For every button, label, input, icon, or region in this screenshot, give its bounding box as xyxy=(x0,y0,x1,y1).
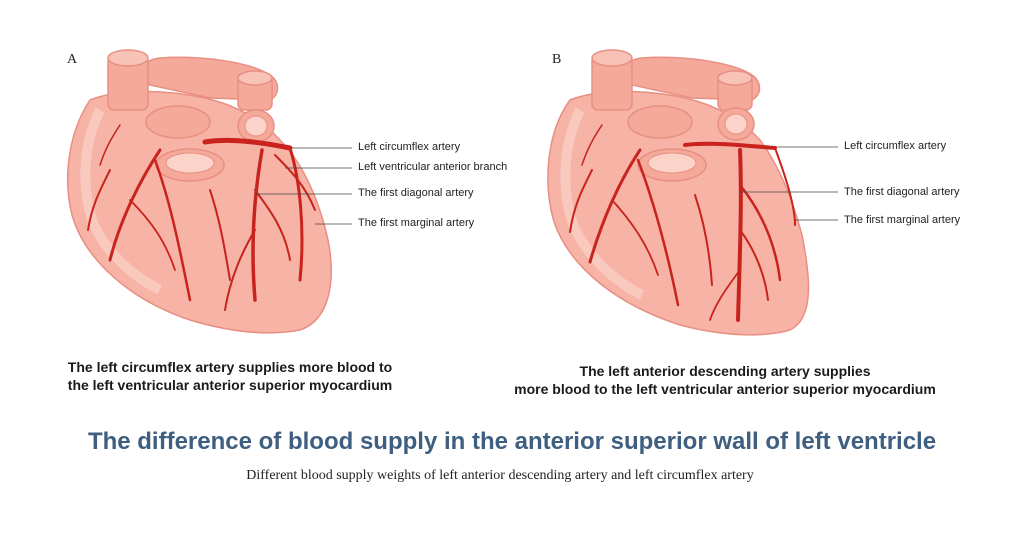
panel-letter-a: A xyxy=(67,52,78,67)
label-a-lv-anterior-branch: Left ventricular anterior branch xyxy=(358,161,508,173)
label-a-first-marginal: The first marginal artery xyxy=(358,217,475,229)
caption-b: The left anterior descending artery supp… xyxy=(490,362,960,398)
label-a-left-circumflex: Left circumflex artery xyxy=(358,141,461,153)
label-b-first-marginal: The first marginal artery xyxy=(844,214,961,226)
caption-a: The left circumflex artery supplies more… xyxy=(20,358,440,394)
label-b-first-diagonal: The first diagonal artery xyxy=(844,186,960,198)
caption-b-line-1: The left anterior descending artery supp… xyxy=(579,363,871,379)
panel-letter-b: B xyxy=(552,52,562,67)
subtitle: Different blood supply weights of left a… xyxy=(246,468,754,483)
heart-illustration-a xyxy=(67,49,352,334)
main-title: The difference of blood supply in the an… xyxy=(87,428,937,455)
label-a-first-diagonal: The first diagonal artery xyxy=(358,187,474,199)
heart-body-a xyxy=(67,49,332,334)
caption-a-line-1: The left circumflex artery supplies more… xyxy=(67,359,393,375)
caption-a-line-2: the left ventricular anterior superior m… xyxy=(67,377,393,393)
caption-b-line-2: more blood to the left ventricular anter… xyxy=(514,381,936,397)
panel-a: A xyxy=(0,0,512,420)
panel-b: B xyxy=(490,0,1002,420)
artery-tree-a xyxy=(87,124,316,311)
label-b-left-circumflex: Left circumflex artery xyxy=(844,140,947,152)
heart-illustration-b xyxy=(547,49,838,336)
artery-tree-b xyxy=(569,124,796,322)
heart-body-b xyxy=(547,49,810,336)
